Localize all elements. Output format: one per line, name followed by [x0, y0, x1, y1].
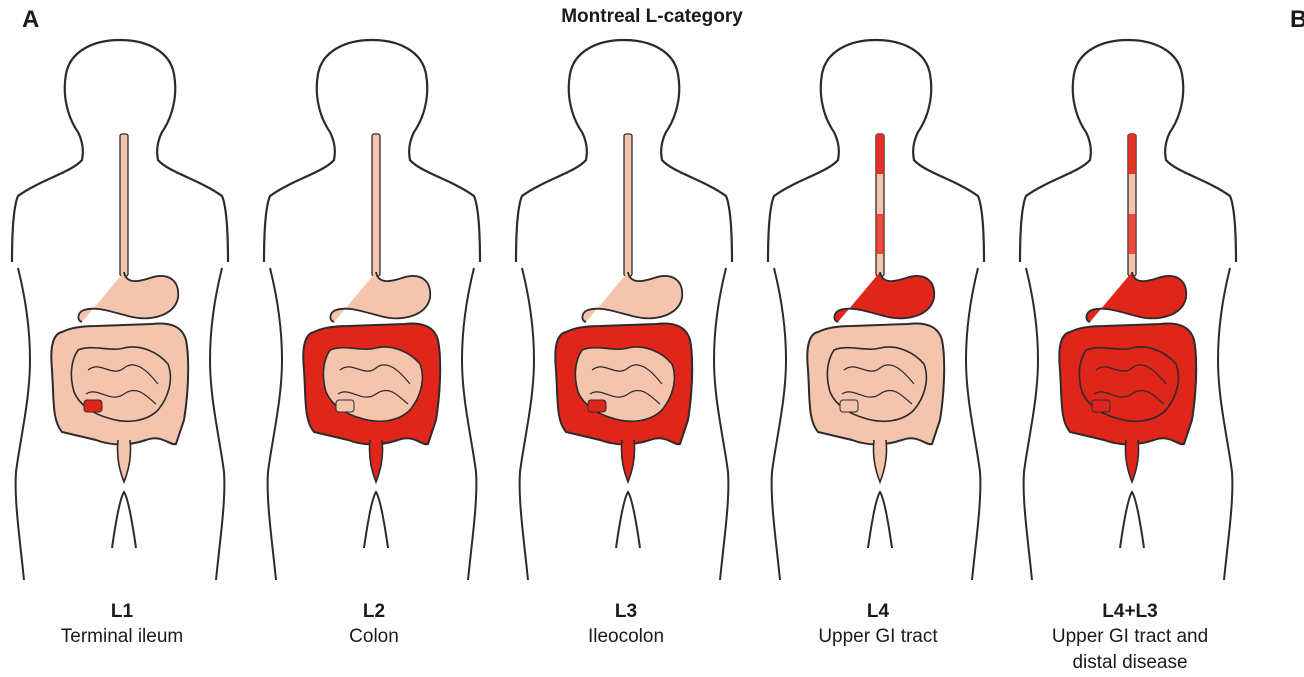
esophagus-inflamed-upper — [1128, 134, 1136, 174]
category-label-l1: L1 Terminal ileum — [2, 600, 242, 650]
figure-l4 — [768, 40, 984, 580]
figure-l1 — [12, 40, 228, 580]
esophagus-inflamed-lower — [876, 214, 884, 254]
category-label-l4-l3: L4+L3 Upper GI tract and distal disease — [1010, 600, 1250, 676]
stomach — [330, 272, 430, 322]
shoulder-outline — [12, 132, 83, 262]
esophagus — [372, 134, 380, 276]
category-description: Upper GI tract and — [1010, 624, 1250, 650]
category-label-l4: L4 Upper GI tract — [758, 600, 998, 650]
body-figures — [0, 0, 1304, 600]
torso-left-outline — [1024, 268, 1038, 580]
rectum — [117, 440, 130, 482]
legs-outline — [616, 492, 640, 548]
head-outline — [317, 40, 480, 262]
category-code: L3 — [506, 600, 746, 624]
category-code: L4+L3 — [1010, 600, 1250, 624]
torso-right-outline — [1218, 268, 1232, 580]
rectum — [621, 440, 634, 482]
head-outline — [569, 40, 732, 262]
category-description: Terminal ileum — [2, 624, 242, 650]
category-code: L2 — [254, 600, 494, 624]
shoulder-outline — [768, 132, 839, 262]
legs-outline — [868, 492, 892, 548]
terminal-ileum — [84, 400, 102, 412]
stomach — [834, 272, 934, 322]
torso-right-outline — [714, 268, 728, 580]
head-outline — [821, 40, 984, 262]
torso-right-outline — [462, 268, 476, 580]
terminal-ileum — [840, 400, 858, 412]
head-outline — [65, 40, 228, 262]
category-code: L1 — [2, 600, 242, 624]
esophagus — [120, 134, 128, 276]
category-label-l2: L2 Colon — [254, 600, 494, 650]
category-description-line2: distal disease — [1010, 650, 1250, 676]
terminal-ileum — [1092, 400, 1110, 412]
category-description: Colon — [254, 624, 494, 650]
esophagus — [624, 134, 632, 276]
figure-l2 — [264, 40, 480, 580]
head-outline — [1073, 40, 1236, 262]
legs-outline — [1120, 492, 1144, 548]
torso-right-outline — [966, 268, 980, 580]
torso-right-outline — [210, 268, 224, 580]
rectum — [369, 440, 382, 482]
category-code: L4 — [758, 600, 998, 624]
shoulder-outline — [516, 132, 587, 262]
legs-outline — [112, 492, 136, 548]
category-description: Upper GI tract — [758, 624, 998, 650]
stomach — [78, 272, 178, 322]
stomach — [582, 272, 682, 322]
terminal-ileum — [588, 400, 606, 412]
figure-l4-l3 — [1020, 40, 1236, 580]
shoulder-outline — [264, 132, 335, 262]
rectum — [873, 440, 886, 482]
category-description: Ileocolon — [506, 624, 746, 650]
rectum — [1125, 440, 1138, 482]
torso-left-outline — [772, 268, 786, 580]
esophagus-inflamed-upper — [876, 134, 884, 174]
torso-left-outline — [268, 268, 282, 580]
shoulder-outline — [1020, 132, 1091, 262]
torso-left-outline — [16, 268, 30, 580]
terminal-ileum — [336, 400, 354, 412]
esophagus-inflamed-lower — [1128, 214, 1136, 254]
torso-left-outline — [520, 268, 534, 580]
stomach — [1086, 272, 1186, 322]
figure-l3 — [516, 40, 732, 580]
legs-outline — [364, 492, 388, 548]
category-label-l3: L3 Ileocolon — [506, 600, 746, 650]
